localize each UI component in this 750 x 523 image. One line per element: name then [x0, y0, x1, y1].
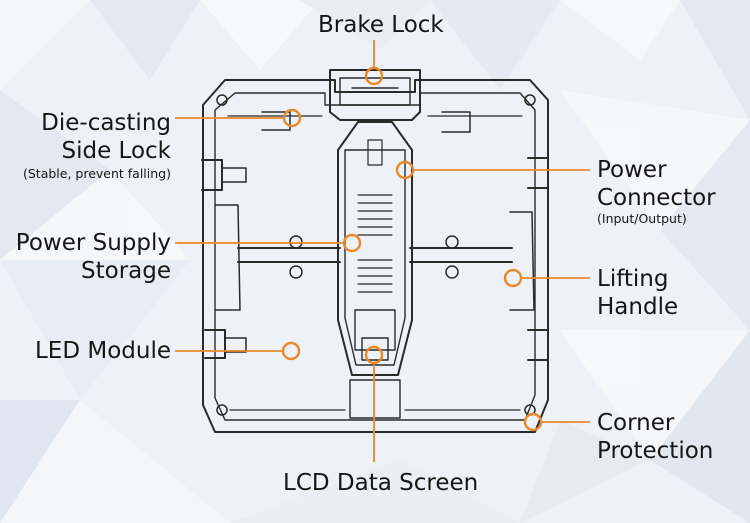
lifting-handle-label-line1: Lifting [597, 266, 669, 292]
brake-lock-marker [364, 66, 384, 86]
lcd-screen-marker [364, 345, 384, 365]
die-casting-note: (Stable, prevent falling) [22, 166, 171, 181]
power-connector-label-line2: Connector [597, 185, 716, 211]
lifting-handle-label-line2: Handle [597, 294, 679, 320]
die-casting-label-line1: Die-casting [41, 110, 171, 136]
lcd-data-screen-label: LCD Data Screen [283, 470, 479, 496]
power-connector-note: (Input/Output) [597, 211, 687, 226]
leader-lines [175, 40, 590, 462]
power-supply-label-line2: Storage [81, 258, 171, 284]
side-parts [201, 111, 549, 361]
led-module-label: LED Module [34, 338, 171, 364]
side-lock-marker [282, 108, 302, 128]
power-connector-marker [395, 160, 415, 180]
corner-protection-label-line1: Corner [597, 410, 675, 436]
brake-lock-shape [329, 69, 421, 121]
central-spine [337, 121, 413, 419]
led-module-marker [281, 341, 301, 361]
corner-protection-label-line2: Protection [597, 438, 714, 464]
power-supply-marker [342, 233, 362, 253]
lifting-handle-marker [503, 268, 523, 288]
brake-lock-label: Brake Lock [318, 12, 444, 38]
corner-protection-marker [523, 412, 543, 432]
power-connector-label-line1: Power [597, 157, 667, 183]
power-supply-label-line1: Power Supply [15, 230, 171, 256]
die-casting-label-line2: Side Lock [61, 138, 172, 164]
cabinet-frame [202, 79, 549, 433]
cross-bars [237, 235, 513, 279]
